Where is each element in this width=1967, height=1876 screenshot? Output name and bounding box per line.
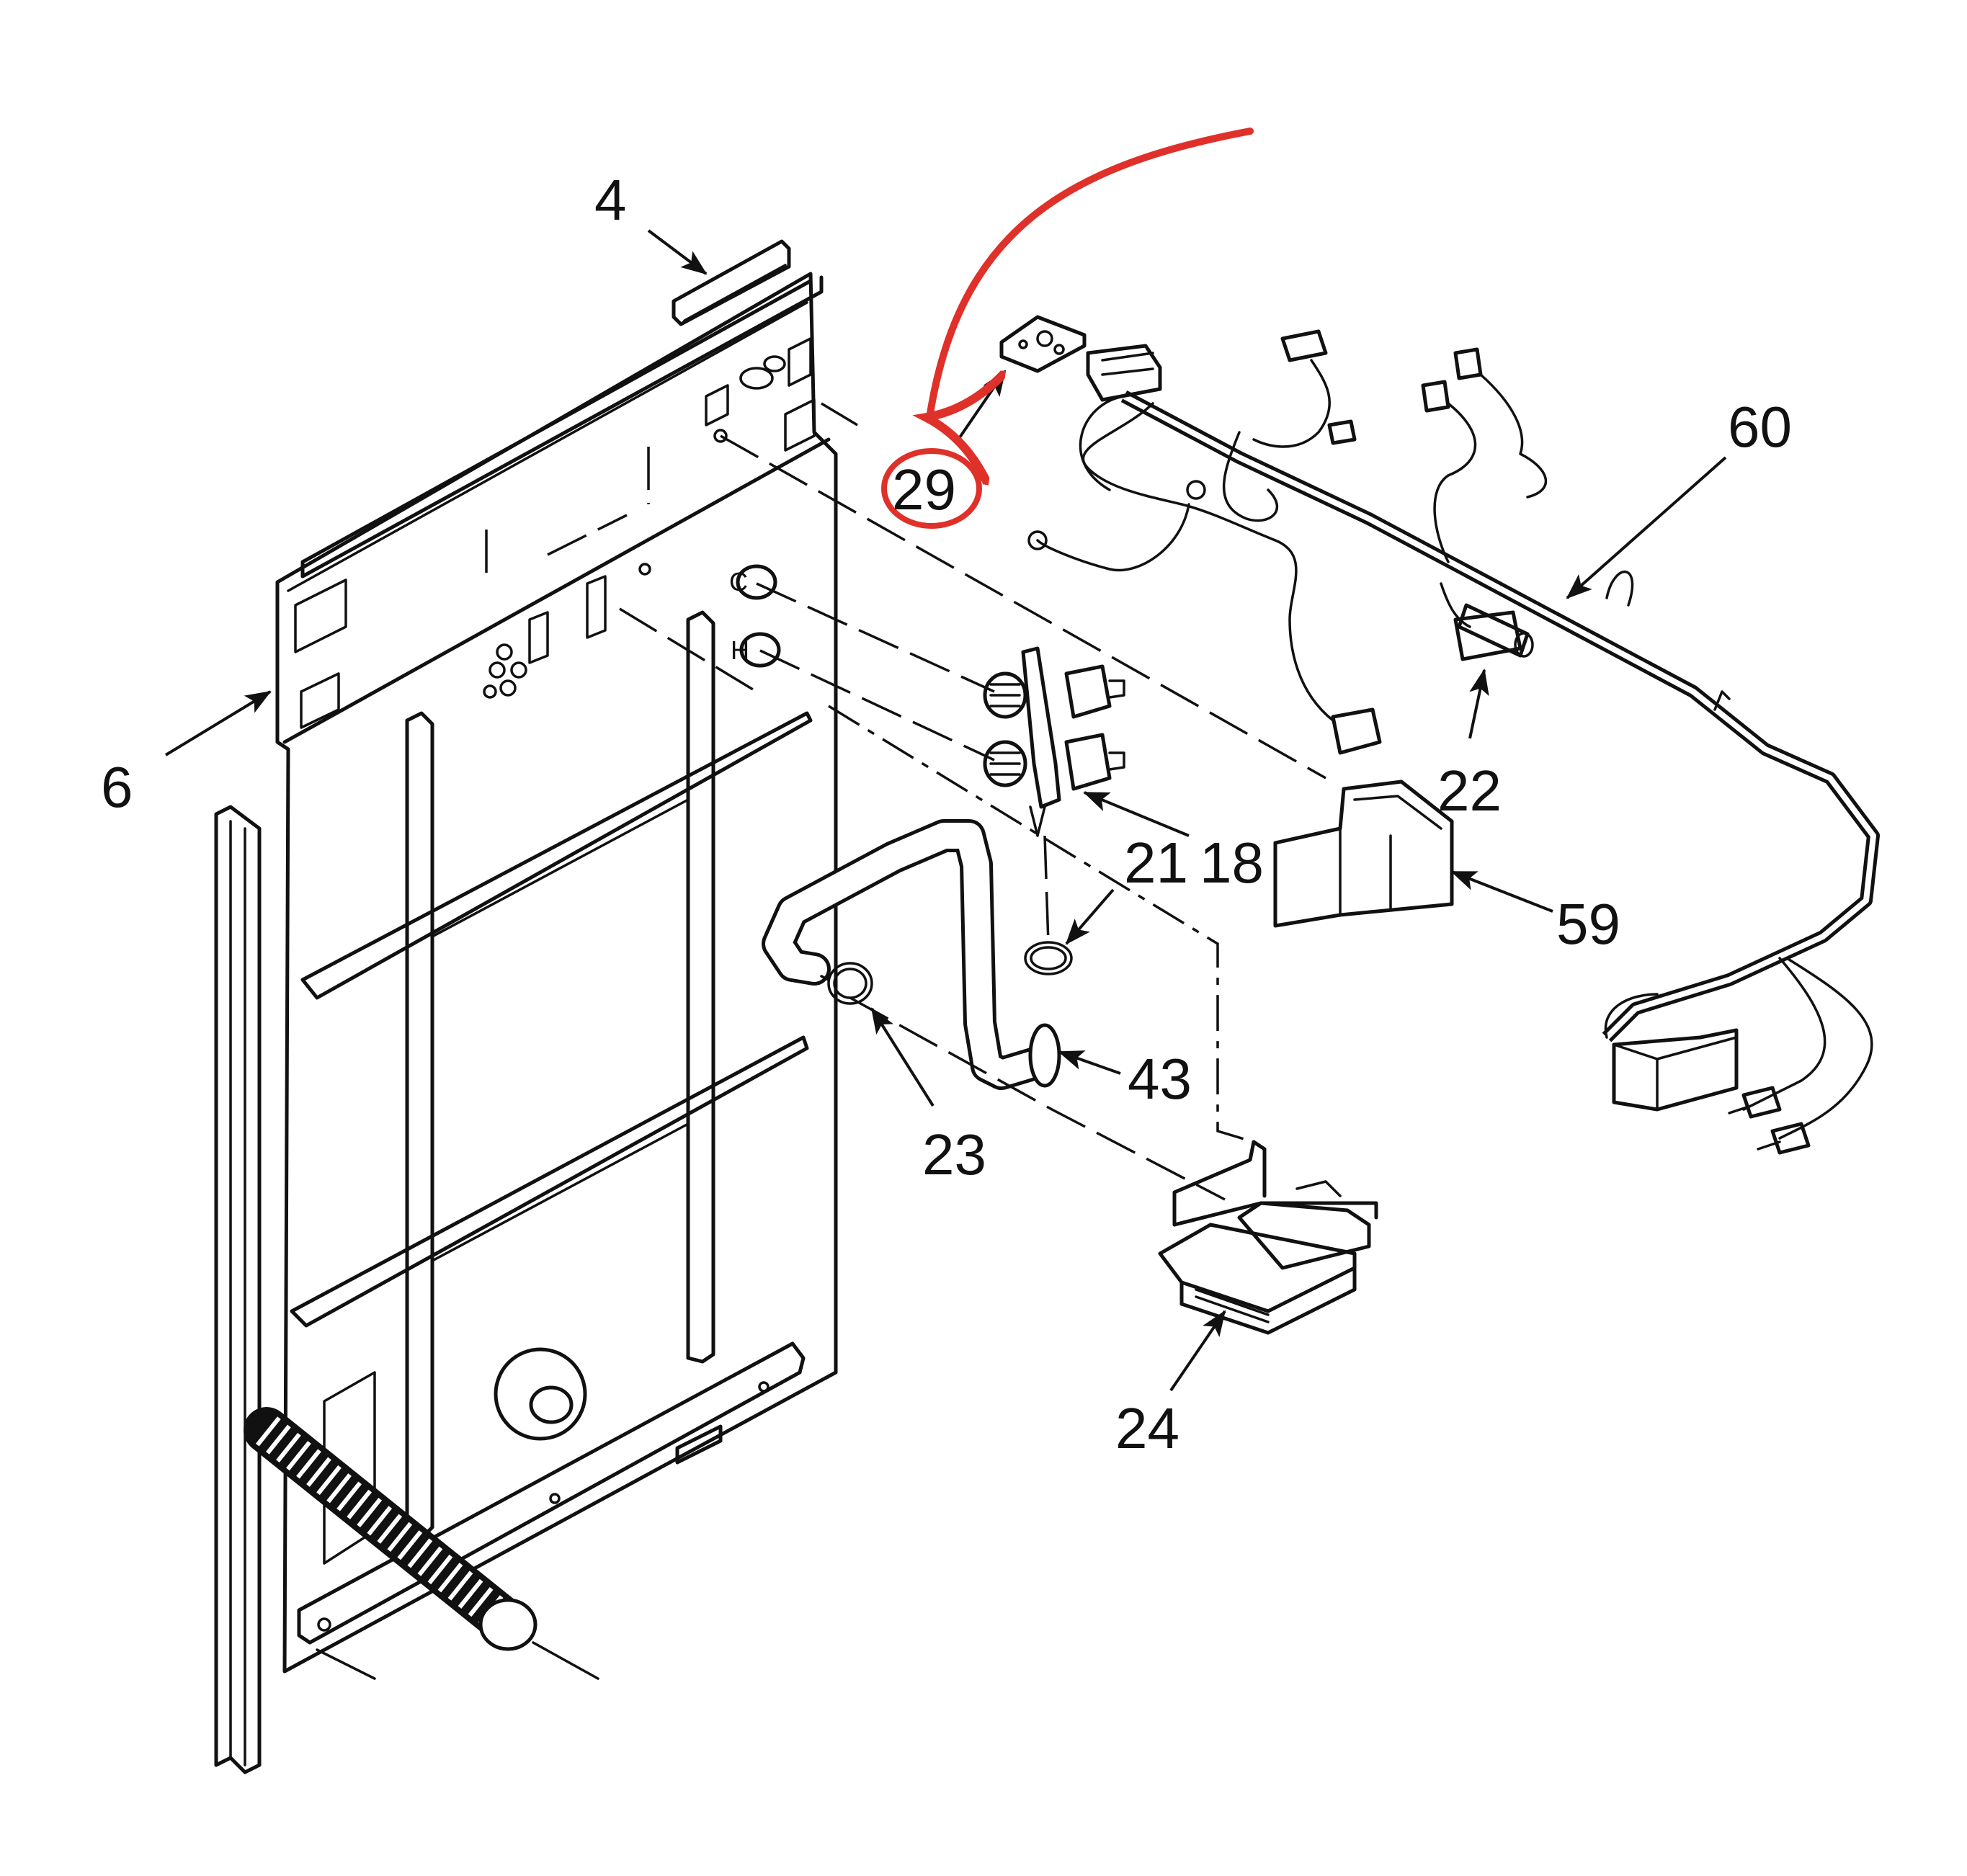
callout-24: 24 bbox=[1115, 1396, 1179, 1460]
callout-22: 22 bbox=[1437, 759, 1502, 823]
callout-6: 6 bbox=[101, 755, 133, 819]
back-panel bbox=[275, 272, 838, 1674]
highlight-arrow bbox=[881, 128, 1254, 529]
callout-60: 60 bbox=[1728, 395, 1792, 459]
heater-coil bbox=[244, 1407, 599, 1680]
part-4-bracket bbox=[672, 239, 791, 326]
part-22-resistor bbox=[1457, 603, 1534, 658]
part-43-hose bbox=[762, 819, 1073, 1090]
callout-59: 59 bbox=[1556, 892, 1620, 956]
side-channel bbox=[214, 805, 262, 1774]
part-18-water-valve bbox=[983, 646, 1125, 837]
callout-29: 29 bbox=[892, 457, 956, 522]
highlight-circle bbox=[881, 448, 982, 529]
port-label-hot: H bbox=[731, 635, 749, 665]
callout-4: 4 bbox=[594, 168, 627, 232]
callout-18: 18 bbox=[1200, 831, 1264, 895]
assembly-lines bbox=[619, 402, 1326, 1201]
part-59-duct bbox=[1273, 780, 1454, 928]
callout-21: 21 bbox=[1124, 831, 1188, 895]
port-label-cold: C bbox=[729, 567, 748, 597]
part-29-board bbox=[999, 315, 1087, 373]
part-60-harness bbox=[1027, 329, 1880, 1155]
part-24-bracket bbox=[1158, 1140, 1378, 1335]
callout-23: 23 bbox=[922, 1122, 986, 1187]
callout-43: 43 bbox=[1128, 1047, 1192, 1111]
